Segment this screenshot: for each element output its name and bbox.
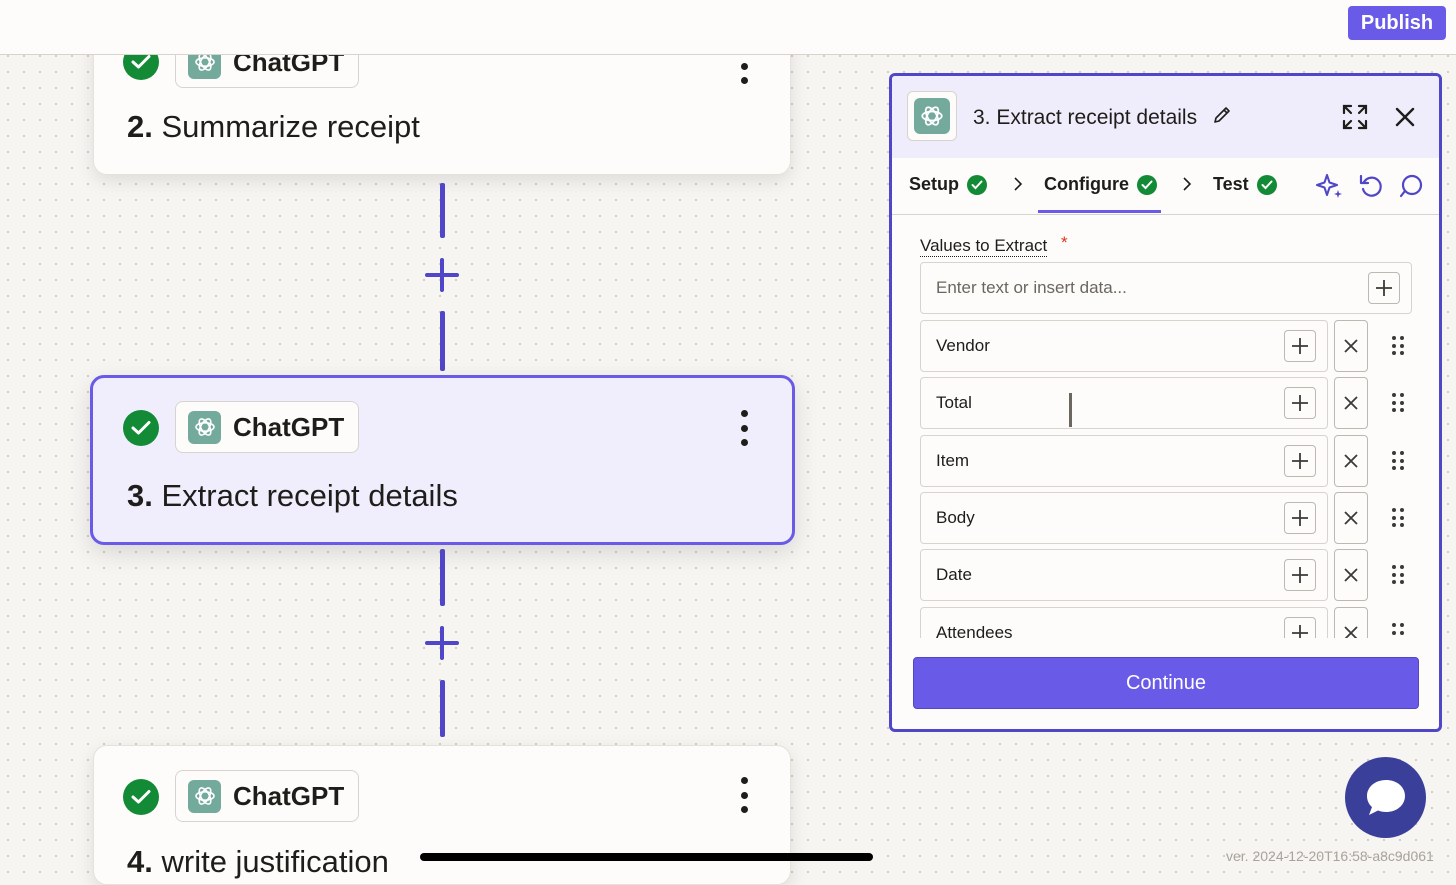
add-step-icon[interactable] [425,626,459,660]
step-title: 3. Extract receipt details [127,478,458,513]
required-marker: * [1061,233,1068,252]
panel-header: 3. Extract receipt details [892,76,1439,158]
step-card-3[interactable]: ChatGPT 3. Extract receipt details [90,375,795,545]
app-chip[interactable]: ChatGPT [175,770,360,822]
value-input[interactable]: Date [920,549,1328,601]
undo-icon[interactable] [1357,172,1385,200]
step-menu-icon[interactable] [738,777,750,813]
step-title: 4. write justification [127,844,389,879]
panel-title: 3. Extract receipt details [973,106,1198,129]
status-check-icon [123,779,159,815]
step-menu-icon[interactable] [738,410,750,446]
chevron-right-icon [1014,177,1023,191]
continue-button[interactable]: Continue [913,657,1419,709]
insert-data-button[interactable] [1284,559,1316,591]
check-icon [967,174,988,195]
comment-icon[interactable] [1397,172,1425,200]
remove-value-button[interactable] [1334,549,1368,601]
step-tabs: Setup Configure Test [892,158,1439,215]
insert-data-button[interactable] [1284,617,1316,638]
add-step-icon[interactable] [425,258,459,292]
tab-test[interactable]: Test [1213,174,1277,195]
publish-button[interactable]: Publish [1348,6,1446,40]
connector-line [440,680,445,737]
remove-value-button[interactable] [1334,435,1368,487]
connector-line [440,549,445,606]
insert-data-button[interactable] [1368,272,1400,304]
panel-app-logo [907,91,957,141]
value-input[interactable]: Total [920,377,1328,429]
connector-line [440,311,445,371]
step-config-panel: 3. Extract receipt details Setup Configu… [889,73,1442,732]
step-title: 2. Summarize receipt [127,109,420,144]
app-name: ChatGPT [233,780,345,811]
values-list: Vendor Total Item Body [892,316,1439,638]
expand-icon[interactable] [1340,102,1370,132]
chat-icon [1366,779,1405,815]
version-label: ver. 2024-12-20T16:58-a8c9d061 [1226,848,1434,864]
chevron-right-icon [1183,177,1192,191]
drag-handle-icon[interactable] [1392,565,1404,585]
close-icon[interactable] [1390,102,1420,132]
value-input[interactable]: Attendees [920,607,1328,638]
status-check-icon [123,410,159,446]
drag-handle-icon[interactable] [1392,623,1404,638]
check-icon [1256,174,1277,195]
remove-value-button[interactable] [1334,320,1368,372]
insert-data-button[interactable] [1284,330,1316,362]
drag-handle-icon[interactable] [1392,393,1404,413]
remove-value-button[interactable] [1334,492,1368,544]
active-tab-indicator [1038,210,1161,213]
tab-setup[interactable]: Setup [909,174,988,195]
app-name: ChatGPT [233,411,345,442]
tab-configure[interactable]: Configure [1044,174,1157,195]
insert-data-button[interactable] [1284,445,1316,477]
ai-sparkle-icon[interactable] [1316,172,1344,200]
app-chip[interactable]: ChatGPT [175,401,360,453]
input-placeholder: Enter text or insert data... [936,278,1127,297]
drag-handle-icon[interactable] [1392,336,1404,356]
value-input[interactable]: Vendor [920,320,1328,372]
edit-title-pencil-icon[interactable] [1210,103,1234,127]
remove-value-button[interactable] [1334,377,1368,429]
chatgpt-logo-icon [188,779,221,813]
chatgpt-logo-icon [914,98,950,134]
value-input[interactable]: Body [920,492,1328,544]
drag-handle-icon[interactable] [1392,451,1404,471]
insert-data-button[interactable] [1284,387,1316,419]
home-indicator [420,853,873,861]
support-chat-button[interactable] [1345,757,1426,838]
text-caret [1069,393,1072,427]
check-icon [1137,174,1157,195]
field-label: Values to Extract [920,236,1048,257]
remove-value-button[interactable] [1334,607,1368,638]
insert-data-button[interactable] [1284,502,1316,534]
drag-handle-icon[interactable] [1392,508,1404,528]
chatgpt-logo-icon [188,410,221,444]
values-input[interactable]: Enter text or insert data... [920,262,1412,314]
top-bar: Publish [0,0,1456,55]
step-card-4[interactable]: ChatGPT 4. write justification [93,745,791,885]
connector-line [440,183,445,238]
value-input[interactable]: Item [920,435,1328,487]
